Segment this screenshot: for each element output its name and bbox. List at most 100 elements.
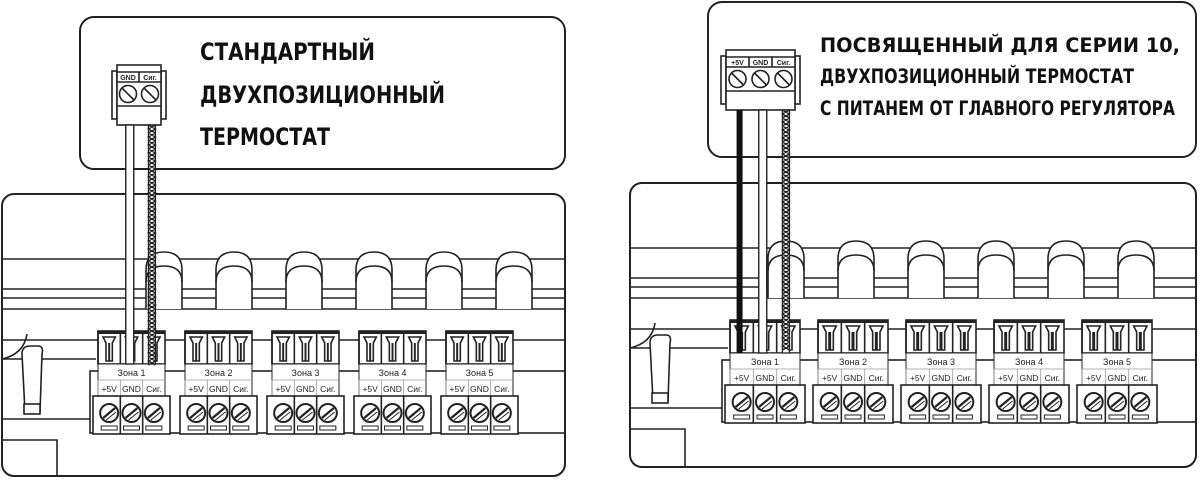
terminal-label: GND — [1020, 373, 1039, 383]
screw-foot — [123, 425, 140, 431]
screw-foot — [756, 414, 774, 420]
terminal-label: Сиг. — [407, 384, 422, 394]
screw-foot — [844, 414, 862, 420]
cable-clip — [1047, 240, 1085, 298]
terminal-label: GND — [209, 384, 228, 394]
terminal-label: GND — [296, 384, 315, 394]
terminal-label: Сиг. — [781, 373, 796, 383]
zone-label: Зона 3 — [292, 368, 320, 378]
screw-foot — [145, 425, 163, 431]
screw-foot — [932, 414, 950, 420]
terminal-label: +5V — [275, 384, 291, 394]
screw-slot — [128, 411, 139, 421]
screw-slot — [937, 400, 949, 410]
screw-foot — [1085, 414, 1103, 420]
screw-slot — [453, 411, 465, 421]
cable-clip — [425, 251, 463, 309]
terminal-label: +5V — [734, 373, 750, 383]
screw-slot — [366, 411, 378, 421]
terminal-label: GND — [756, 373, 775, 383]
screw-slot — [237, 411, 249, 421]
terminal-label: Сиг. — [146, 384, 161, 394]
screw-slot — [192, 411, 204, 421]
screw-slot — [1025, 400, 1037, 410]
callout-title-line: ДВУХПОЗИЦИОННЫЙ — [200, 80, 445, 109]
terminal-label: +5V — [101, 384, 117, 394]
terminal-label: +5V — [822, 373, 838, 383]
screw-foot — [779, 414, 797, 420]
screw-slot — [873, 400, 884, 410]
screw-foot — [232, 425, 250, 431]
screw-slot — [143, 87, 157, 101]
terminal-label: Сиг. — [957, 373, 972, 383]
cable-clip-inner — [907, 254, 945, 272]
screw-foot — [909, 414, 927, 420]
zone-plug-top — [906, 320, 976, 323]
terminal-label: +5V — [998, 373, 1014, 383]
screw-slot — [761, 400, 773, 410]
connector-terminal-label: +5V — [731, 60, 744, 67]
latch-wire — [629, 322, 656, 349]
screw-foot — [210, 425, 227, 431]
screw-slot — [498, 411, 510, 421]
screw-slot — [1049, 400, 1060, 410]
screw-slot — [849, 400, 861, 410]
screw-slot — [215, 411, 226, 421]
screw-slot — [1137, 400, 1148, 410]
cable-clip — [977, 240, 1015, 298]
screw-slot — [957, 396, 972, 408]
cable-clip — [495, 251, 533, 309]
screw-slot — [1022, 396, 1036, 408]
wire-slot — [298, 336, 313, 362]
ground-wire — [758, 109, 768, 354]
terminal-label: Сиг. — [1045, 373, 1060, 383]
screw-slot — [363, 407, 377, 419]
screw-slot — [121, 87, 135, 101]
screw-foot — [955, 414, 973, 420]
latch-lever — [21, 345, 44, 413]
zone-label: Зона 1 — [118, 368, 146, 378]
screw-slot — [1133, 396, 1148, 408]
zone-plug-top — [272, 331, 339, 334]
screw-slot — [758, 396, 772, 408]
screw-slot — [102, 407, 116, 419]
screw-slot — [914, 400, 925, 410]
terminal-label: Сиг. — [233, 384, 248, 394]
terminal-label: GND — [1108, 373, 1127, 383]
screw-slot — [1110, 396, 1124, 408]
cable-clip-inner — [1047, 254, 1085, 272]
latch-wire — [1, 333, 28, 360]
screw-slot — [822, 396, 837, 408]
wire-slot — [188, 336, 204, 362]
screw-slot — [753, 72, 768, 86]
wire-slot — [868, 325, 885, 351]
screw-slot — [869, 396, 884, 408]
wire-slot — [1021, 325, 1037, 351]
screw-foot — [100, 425, 118, 431]
screw-foot — [493, 425, 511, 431]
cable-clip — [355, 251, 393, 309]
zone-plug-top — [818, 320, 888, 323]
screw-slot — [785, 400, 796, 410]
screw-foot — [471, 425, 488, 431]
zone-plug-top — [359, 331, 426, 334]
zone-plug-top — [446, 331, 513, 334]
screw-slot — [324, 411, 336, 421]
wire-slot — [1132, 325, 1149, 351]
screw-slot — [279, 411, 291, 421]
screw-slot — [1113, 400, 1125, 410]
latch-lever — [649, 334, 672, 402]
callout-title-line: СТАНДАРТНЫЙ — [200, 37, 375, 66]
wire-slot — [1085, 325, 1102, 351]
screw-slot — [1002, 400, 1013, 410]
screw-slot — [495, 407, 509, 419]
screw-foot — [297, 425, 314, 431]
cable-clip-inner — [837, 254, 875, 272]
